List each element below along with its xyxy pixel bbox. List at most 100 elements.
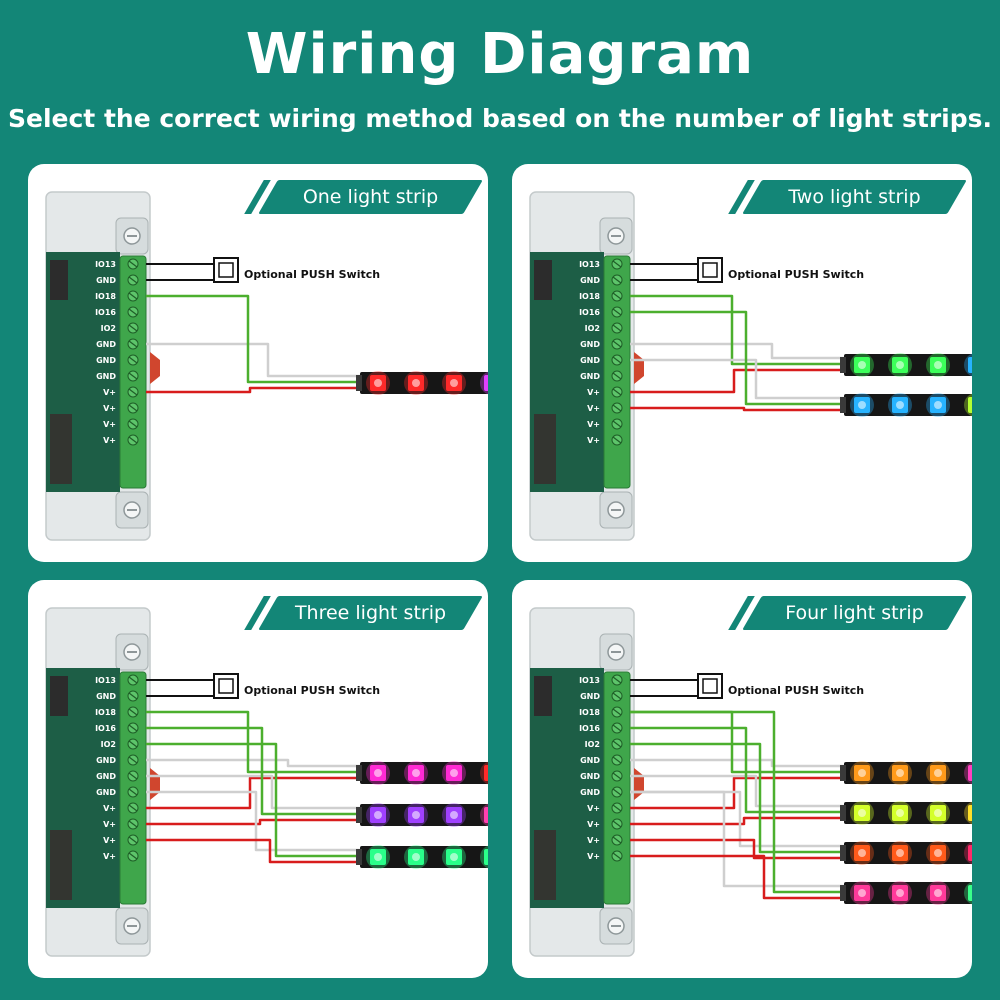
push-switch-button-icon [702,262,718,278]
terminal-screw-slot [612,420,622,428]
led-strip [840,841,972,865]
pcb-chip [50,676,68,716]
terminal-screw-slot [128,676,138,684]
led-chip-icon [968,845,972,861]
data-wire [630,310,844,406]
terminal-screw-slot [128,356,138,364]
terminal-screw-slot [612,756,622,764]
panel-banner: Two light strip [728,180,967,214]
terminal-label: IO16 [95,308,116,317]
terminal-screw-slot [128,420,138,428]
led-highlight [896,769,904,777]
led-strip [356,803,488,827]
led-strip [356,761,488,785]
data-wire [630,710,844,774]
terminal-screw-slot [128,772,138,780]
data-wire [146,710,360,774]
terminal-label: V+ [103,820,116,829]
push-switch-button-icon [702,678,718,694]
terminal-label: GND [96,692,116,701]
led-highlight [858,849,866,857]
pcb-fuse-area [534,830,556,900]
terminal-label: V+ [103,836,116,845]
led-strip [356,845,488,869]
led-strip-connector [840,357,846,373]
terminal-label: GND [580,756,600,765]
terminal-screw-slot [128,372,138,380]
page-subtitle: Select the correct wiring method based o… [8,104,992,133]
led-highlight [896,361,904,369]
terminal-screw-slot [128,340,138,348]
panel-title: Two light strip [788,186,921,208]
led-highlight [934,769,942,777]
terminal-label: IO13 [95,260,116,269]
led-highlight [858,769,866,777]
led-highlight [450,769,458,777]
terminal-label: GND [96,772,116,781]
terminal-label: GND [96,356,116,365]
led-highlight [896,849,904,857]
status-led-icon [634,352,644,384]
led-highlight [858,401,866,409]
led-highlight [896,809,904,817]
terminal-screw-slot [612,292,622,300]
terminal-screw-slot [612,404,622,412]
panel-title: Three light strip [294,602,447,624]
ground-wire [146,774,360,810]
ground-wire [630,790,844,888]
led-chip-icon [484,849,488,865]
terminal-label: GND [96,788,116,797]
terminal-label: V+ [103,420,116,429]
terminal-screw-slot [128,404,138,412]
terminal-screw-slot [612,436,622,444]
terminal-label: GND [580,772,600,781]
terminal-label: V+ [103,388,116,397]
terminal-screw-slot [128,836,138,844]
terminal-label: IO16 [95,724,116,733]
terminal-label: IO16 [579,724,600,733]
led-strip [840,761,972,785]
push-switch-label: Optional PUSH Switch [244,684,381,697]
terminal-label: IO18 [95,708,116,717]
terminal-label: IO18 [579,292,600,301]
terminal-screw-slot [128,692,138,700]
status-led-icon [150,768,160,800]
led-strip [840,801,972,825]
power-wire [146,386,360,394]
pcb-chip [534,676,552,716]
status-led-icon [150,352,160,384]
terminal-label: GND [96,756,116,765]
terminal-label: GND [580,372,600,381]
data-wire [630,726,844,814]
terminal-label: GND [580,340,600,349]
terminal-screw-slot [612,804,622,812]
terminal-screw-slot [128,260,138,268]
terminal-label: IO18 [579,708,600,717]
led-highlight [412,769,420,777]
led-strip-connector [840,805,846,821]
terminal-label: GND [96,340,116,349]
terminal-label: GND [580,692,600,701]
terminal-screw-slot [612,692,622,700]
terminal-screw-slot [128,708,138,716]
push-switch-label: Optional PUSH Switch [244,268,381,281]
led-highlight [412,811,420,819]
terminal-screw-slot [128,804,138,812]
terminal-label: V+ [587,820,600,829]
led-highlight [896,401,904,409]
led-strip-connector [840,397,846,413]
panel-title: One light strip [302,186,439,208]
pcb-chip [50,260,68,300]
led-highlight [858,889,866,897]
terminal-label: V+ [587,804,600,813]
terminal-screw-slot [612,676,622,684]
terminal-label: IO18 [95,292,116,301]
led-strip-connector [356,375,362,391]
power-wire [630,854,844,900]
led-chip-icon [968,885,972,901]
terminal-screw-slot [128,756,138,764]
terminal-label: V+ [103,804,116,813]
